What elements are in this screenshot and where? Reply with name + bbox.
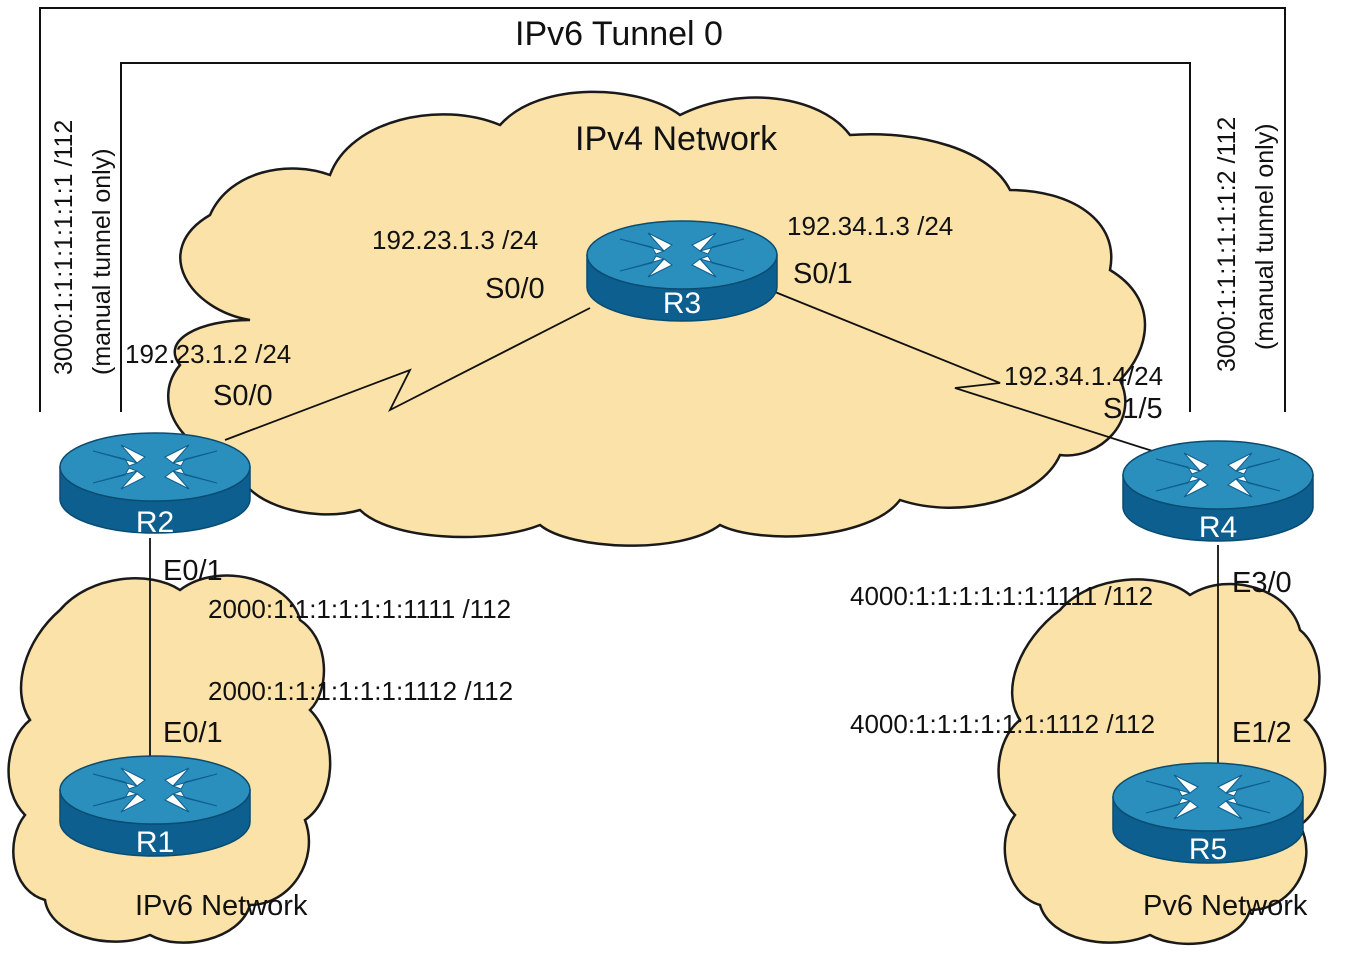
links bbox=[149, 291, 1219, 770]
tunnel-bracket bbox=[39, 7, 1286, 412]
serial-link-r2-r3 bbox=[224, 307, 591, 441]
ipv4-network-label: IPv4 Network bbox=[575, 120, 778, 158]
r2-e01-interface: E0/1 bbox=[163, 555, 223, 587]
router-r3[interactable]: R3 bbox=[586, 220, 778, 322]
router-r4-label: R4 bbox=[1199, 511, 1237, 544]
router-r2-label: R2 bbox=[136, 506, 174, 539]
router-r1[interactable]: R1 bbox=[59, 755, 251, 859]
router-r1-label: R1 bbox=[136, 826, 174, 859]
r4-s15-interface: S1/5 bbox=[1103, 393, 1163, 425]
tunnel-left-address: 3000:1:1:1:1:1:1:1 /112 bbox=[50, 120, 78, 375]
r5-e12-ip: 4000:1:1:1:1:1:1:1112 /112 bbox=[850, 709, 1155, 739]
tunnel-right-note: (manual tunnel only) bbox=[1251, 123, 1279, 350]
r4-e30-ip: 4000:1:1:1:1:1:1:1111 /112 bbox=[850, 581, 1153, 611]
router-r5[interactable]: R5 bbox=[1112, 762, 1304, 866]
tunnel-right-address: 3000:1:1:1:1:1:1:2 /112 bbox=[1213, 117, 1241, 372]
r2-s00-ip: 192.23.1.2 /24 bbox=[125, 339, 291, 369]
tunnel-left-note: (manual tunnel only) bbox=[88, 148, 116, 375]
ipv6-left-network-label: IPv6 Network bbox=[135, 890, 308, 922]
router-r5-label: R5 bbox=[1189, 833, 1227, 866]
r1-e01-ip: 2000:1:1:1:1:1:1:1112 /112 bbox=[208, 676, 513, 706]
serial-link-r3-r4 bbox=[774, 291, 1166, 456]
tunnel-title: IPv6 Tunnel 0 bbox=[515, 15, 723, 53]
r3-s00-ip: 192.23.1.3 /24 bbox=[372, 225, 538, 255]
tunnel-outer-line bbox=[39, 7, 1286, 412]
r3-s01-interface: S0/1 bbox=[793, 258, 853, 290]
router-r4[interactable]: R4 bbox=[1122, 440, 1314, 544]
r3-s00-interface: S0/0 bbox=[485, 273, 545, 305]
r2-e01-ip: 2000:1:1:1:1:1:1:1111 /112 bbox=[208, 594, 511, 624]
r4-s15-ip: 192.34.1.4/24 bbox=[1004, 361, 1163, 391]
tunnel-inner-line bbox=[120, 62, 1191, 412]
router-r2[interactable]: R2 bbox=[59, 432, 251, 539]
r3-s01-ip: 192.34.1.3 /24 bbox=[787, 211, 953, 241]
r1-e01-interface: E0/1 bbox=[163, 717, 223, 749]
r4-e30-interface: E3/0 bbox=[1232, 567, 1292, 599]
router-r3-label: R3 bbox=[663, 287, 701, 320]
r2-s00-interface: S0/0 bbox=[213, 380, 273, 412]
r5-e12-interface: E1/2 bbox=[1232, 717, 1292, 749]
ipv6-right-network-label: Pv6 Network bbox=[1143, 890, 1308, 922]
